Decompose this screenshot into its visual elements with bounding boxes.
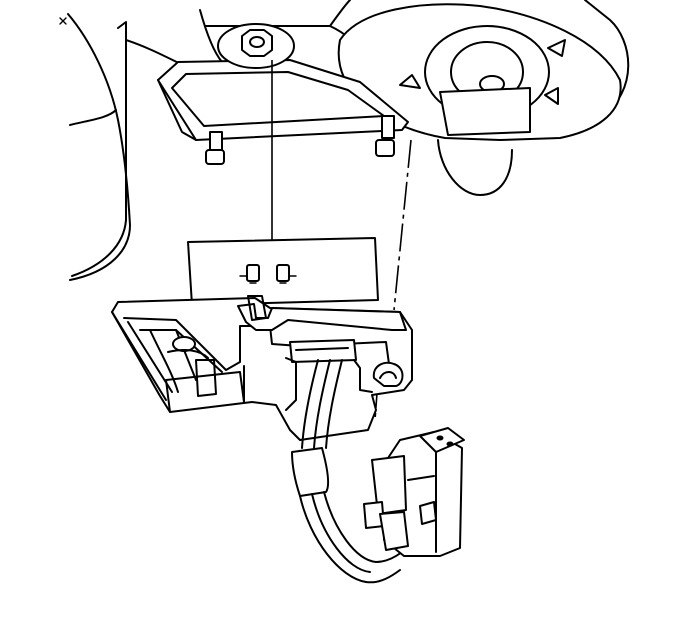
resistor-top-lip <box>237 303 407 331</box>
mounting-stud-right <box>375 115 395 157</box>
corner-mark <box>59 17 67 25</box>
blower-motor-tab <box>439 87 531 136</box>
resistor-housing <box>111 297 413 441</box>
mounting-nut <box>217 23 295 69</box>
mounting-stud-left <box>205 131 225 165</box>
blower-motor <box>337 3 622 196</box>
terminal-block <box>289 339 357 363</box>
resistor-clip <box>372 361 404 387</box>
mounting-bracket <box>157 59 409 141</box>
wiring-harness <box>291 359 403 584</box>
harness-sleeve <box>291 447 330 497</box>
connector-latch <box>371 455 407 515</box>
blower-motor-resistor-module <box>111 237 413 441</box>
electrical-connector <box>363 427 465 557</box>
